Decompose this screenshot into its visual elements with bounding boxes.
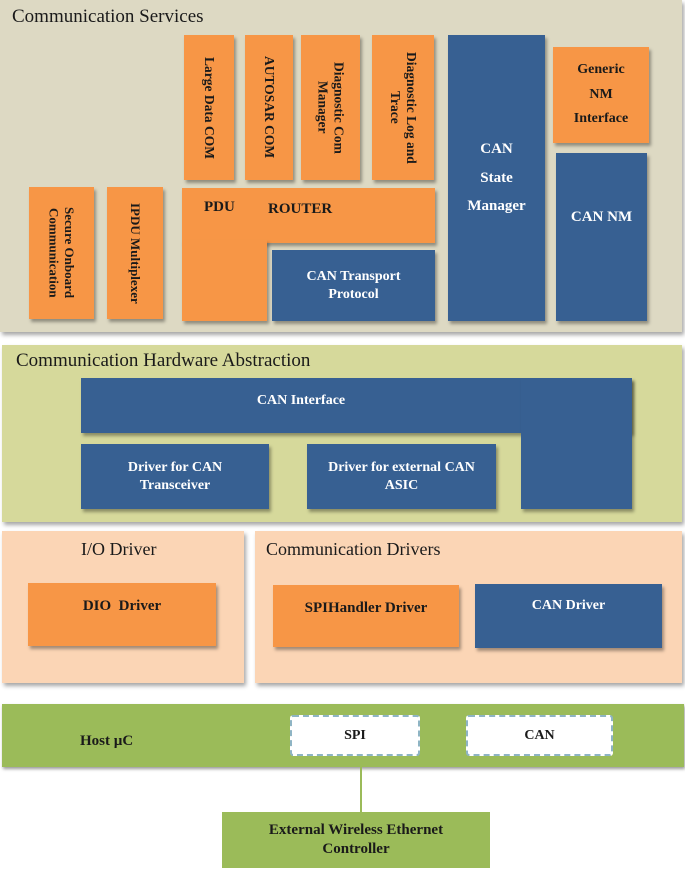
diagnostic-log-trace-box: Diagnostic Log and Trace [372, 35, 434, 180]
driver-external-can-asic-box: Driver for external CAN ASIC [307, 444, 496, 509]
spihandler-driver-box: SPIHandler Driver [273, 585, 459, 647]
generic-nm-interface-label: Generic NM Interface [573, 62, 629, 127]
pdu-router-box: PDU ROUTER [182, 188, 435, 243]
can-interface-label: CAN Interface [256, 393, 346, 408]
spi-port-box: SPI [290, 715, 420, 756]
hardware-abstraction-title: Communication Hardware Abstraction [16, 350, 311, 371]
communication-drivers-title: Communication Drivers [266, 539, 441, 559]
host-uc-label: Host µC [80, 733, 134, 749]
autosar-com-box: AUTOSAR COM [245, 35, 293, 180]
can-driver-box: CAN Driver [475, 584, 662, 648]
can-interface-extension [521, 378, 632, 509]
can-transport-protocol-label: CAN Transport Protocol [306, 269, 401, 302]
large-data-com-label: Large Data COM [202, 56, 218, 159]
secure-onboard-communication-box: Secure Onboard Communication [29, 187, 94, 319]
can-transport-protocol-box: CAN Transport Protocol [272, 250, 435, 321]
can-state-manager-label: CAN State Manager [467, 141, 526, 215]
pdu-label: PDU [204, 199, 235, 215]
driver-can-transceiver-label: Driver for CAN Transceiver [127, 460, 223, 493]
spi-port-label: SPI [344, 727, 366, 743]
pdu-router-lower-part [182, 240, 267, 321]
dio-driver-box: DIO Driver [28, 583, 216, 646]
can-nm-box: CAN NM [556, 153, 647, 321]
diagnostic-com-manager-label: Diagnostic Com Manager [315, 61, 347, 154]
external-wireless-ethernet-controller-box: External Wireless Ethernet Controller [222, 812, 490, 868]
diagnostic-com-manager-box: Diagnostic Com Manager [301, 35, 360, 180]
large-data-com-box: Large Data COM [184, 35, 234, 180]
spi-connector-line [360, 756, 362, 812]
io-driver-title: I/O Driver [81, 539, 157, 559]
can-state-manager-box: CAN State Manager [448, 35, 545, 321]
generic-nm-interface-box: Generic NM Interface [553, 47, 649, 143]
ipdu-multiplexer-box: IPDU Multiplexer [107, 187, 163, 319]
can-nm-label: CAN NM [570, 208, 633, 225]
can-driver-label: CAN Driver [531, 598, 606, 614]
secure-onboard-communication-label: Secure Onboard Communication [46, 207, 78, 299]
router-label: ROUTER [268, 201, 333, 217]
can-port-box: CAN [466, 715, 613, 756]
autosar-com-label: AUTOSAR COM [262, 56, 278, 159]
diagnostic-log-trace-label: Diagnostic Log and Trace [388, 51, 420, 164]
driver-external-can-asic-label: Driver for external CAN ASIC [328, 460, 475, 493]
ipdu-multiplexer-label: IPDU Multiplexer [127, 202, 143, 304]
spihandler-driver-label: SPIHandler Driver [304, 599, 428, 616]
external-wireless-ethernet-controller-label: External Wireless Ethernet Controller [268, 822, 444, 857]
dio-driver-label: DIO Driver [82, 598, 162, 615]
communication-services-title: Communication Services [12, 6, 204, 27]
can-port-label: CAN [524, 727, 555, 743]
driver-can-transceiver-box: Driver for CAN Transceiver [81, 444, 269, 509]
